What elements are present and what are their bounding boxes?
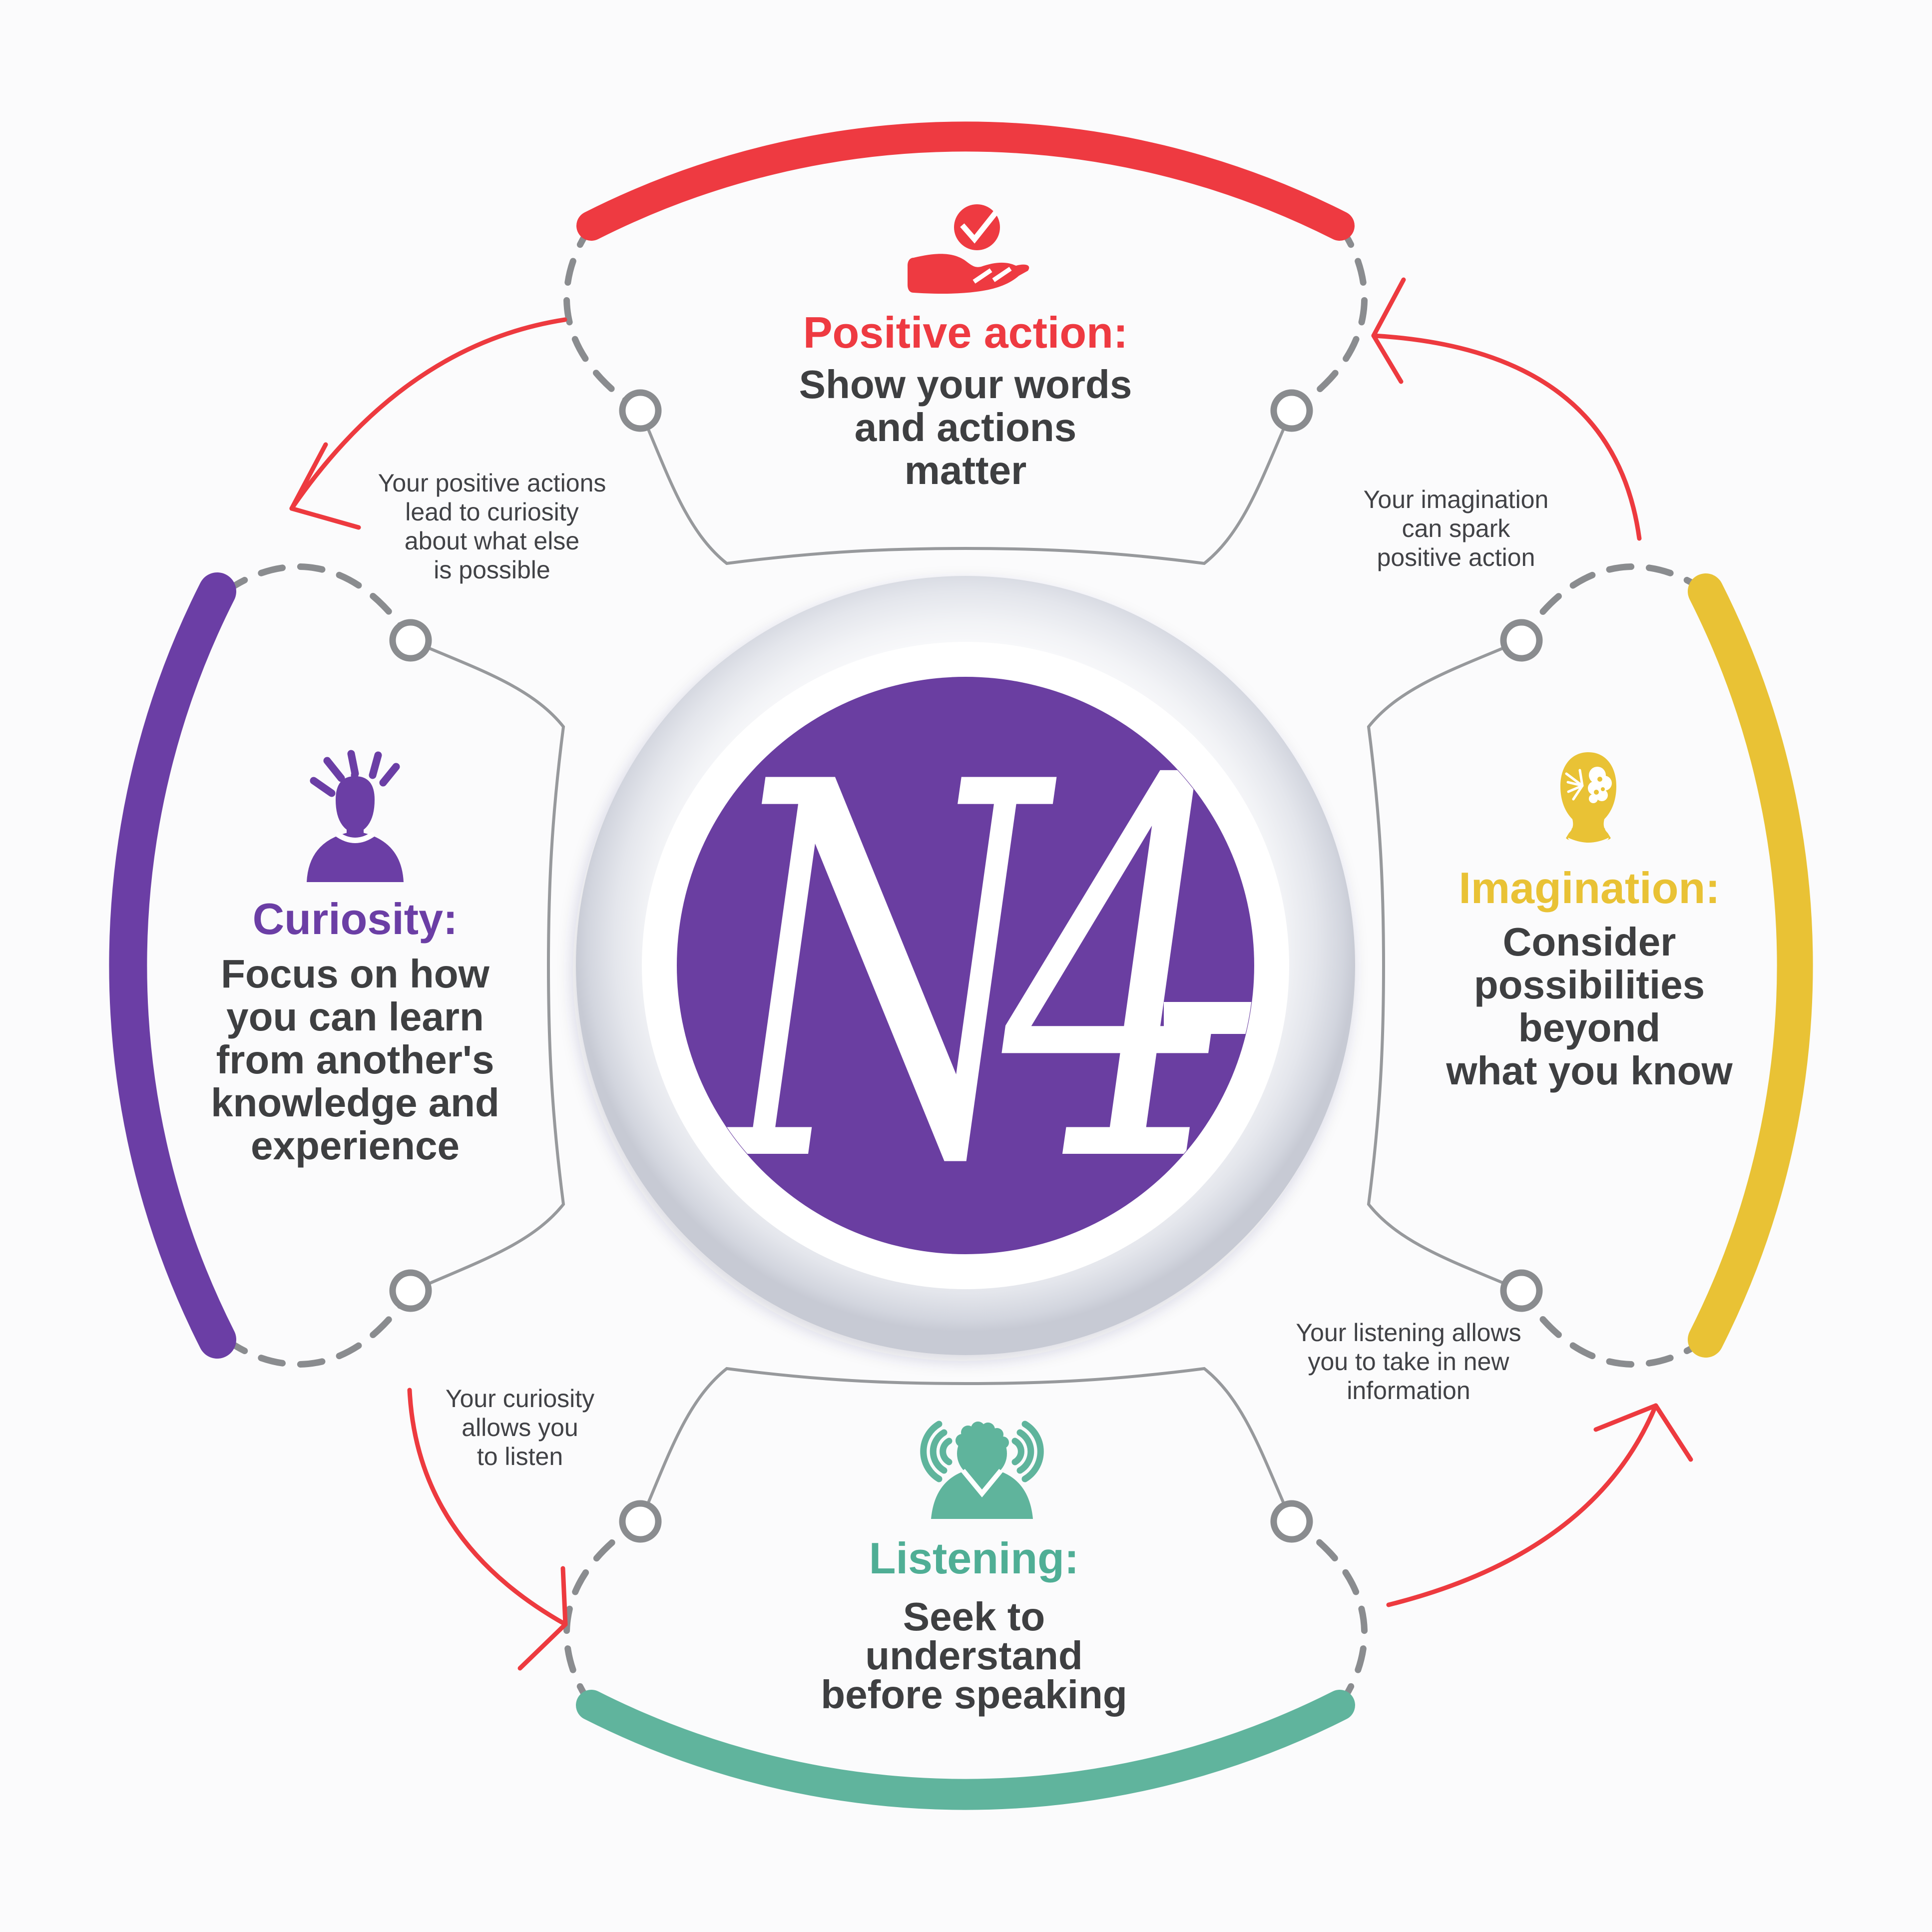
person-sound-waves-icon bbox=[920, 1421, 1044, 1519]
connector-node-dots bbox=[389, 389, 1543, 1543]
listening-body: Seek to understand before speaking bbox=[821, 1594, 1127, 1717]
bubble-outline-positive-action bbox=[639, 410, 1293, 565]
curiosity-title: Curiosity: bbox=[252, 894, 458, 944]
dashed-connector-lines bbox=[222, 222, 1709, 1709]
head-brain-spark-icon bbox=[1560, 752, 1616, 843]
node-dot bbox=[1500, 1269, 1543, 1312]
center-purple-circle bbox=[677, 677, 1254, 1254]
n4-logo: N4 bbox=[709, 674, 1254, 1276]
hand-offering-check-icon bbox=[908, 204, 1029, 294]
positive-action-body: Show your words and actions matter bbox=[799, 362, 1132, 492]
bubble-outline-listening bbox=[639, 1367, 1293, 1522]
flow-arrow-to-curiosity bbox=[289, 317, 567, 530]
node-dot bbox=[619, 1500, 662, 1543]
flow-arrow-to-positive-action bbox=[1371, 277, 1642, 541]
node-dot bbox=[389, 1269, 432, 1312]
n4-logo-crossbar bbox=[1164, 1002, 1254, 1034]
bubble-outline-curiosity bbox=[410, 639, 565, 1293]
arc-curiosity bbox=[109, 572, 236, 1359]
bubble-outline-imagination bbox=[1367, 639, 1522, 1292]
person-idea-rays-icon bbox=[307, 750, 404, 882]
imagination-title: Imagination: bbox=[1458, 863, 1720, 913]
curiosity-body: Focus on how you can learn from another'… bbox=[211, 952, 499, 1168]
caption-imagination-to-positive-action: Your imagination can spark positive acti… bbox=[1363, 485, 1549, 571]
quadrant-bubble-outlines bbox=[410, 410, 1522, 1522]
caption-positive-action-to-curiosity: Your positive actions lead to curiosity … bbox=[378, 469, 606, 584]
node-dot bbox=[389, 619, 432, 662]
imagination-body: Consider possibilities beyond what you k… bbox=[1446, 920, 1733, 1093]
node-dot bbox=[1270, 1500, 1313, 1543]
flow-arrows bbox=[289, 277, 1693, 1671]
listening-title: Listening: bbox=[869, 1533, 1079, 1583]
positive-action-title: Positive action: bbox=[803, 308, 1128, 357]
arc-imagination bbox=[1688, 573, 1813, 1358]
node-dot bbox=[1270, 389, 1313, 432]
flow-arrow-to-imagination bbox=[1386, 1403, 1693, 1607]
arc-listening bbox=[576, 1690, 1355, 1810]
node-dot bbox=[1500, 619, 1543, 662]
center-badge: N4 bbox=[576, 576, 1355, 1355]
node-dot bbox=[619, 389, 662, 432]
caption-curiosity-to-listening: Your curiosity allows you to listen bbox=[445, 1385, 595, 1470]
arc-positive-action bbox=[576, 121, 1355, 241]
n4-logo-text: N4 bbox=[709, 674, 1212, 1276]
quadrant-arcs bbox=[109, 121, 1813, 1810]
caption-listening-to-imagination: Your listening allows you to take in new… bbox=[1296, 1319, 1521, 1405]
flow-arrow-to-listening bbox=[407, 1388, 568, 1671]
